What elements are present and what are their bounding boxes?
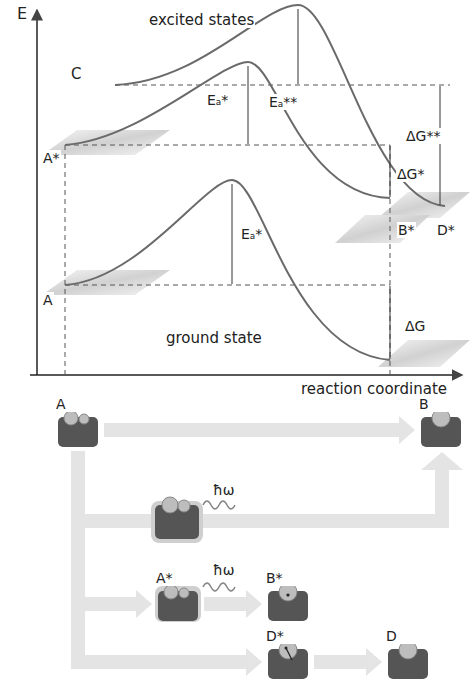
- molecule-icon: [385, 644, 431, 680]
- process-arrow: [78, 451, 262, 676]
- state-label: D: [385, 628, 398, 644]
- axis-label: reaction coordinate: [300, 381, 448, 397]
- heading-label: excited states: [148, 12, 255, 28]
- molecule-icon: [55, 412, 101, 448]
- state-label: A: [42, 292, 54, 308]
- state-label: A*: [42, 150, 61, 166]
- energy-curve: [65, 5, 445, 360]
- state-node: A*: [155, 570, 201, 622]
- process-arrow: [71, 452, 463, 528]
- state-label: B*: [397, 222, 416, 238]
- energy-label: ΔG: [404, 318, 426, 334]
- state-node: D*: [265, 628, 311, 680]
- energy-label: ΔG*: [396, 166, 425, 182]
- photon-label: ħω: [212, 562, 235, 578]
- energy-plane: [42, 130, 470, 367]
- molecule-icon: [155, 586, 201, 622]
- state-node: B*: [265, 570, 311, 622]
- photon-label: ħω: [212, 482, 235, 498]
- state-node: D: [385, 628, 431, 680]
- energy-label: Eₐ*: [206, 92, 229, 108]
- energy-label: ΔG**: [405, 128, 441, 144]
- state-label: A*: [155, 570, 174, 586]
- axis: [30, 10, 462, 375]
- process-arrow: [314, 648, 382, 676]
- state-label: C: [70, 66, 82, 82]
- molecule-icon: [418, 412, 464, 448]
- excited-icon: [151, 497, 235, 591]
- state-label: D*: [265, 628, 285, 644]
- state-label: A: [55, 396, 67, 412]
- energy-label: Eₐ*: [240, 226, 263, 242]
- state-node: B: [418, 396, 464, 448]
- energy-label: Eₐ**: [268, 94, 298, 110]
- heading-label: ground state: [165, 330, 263, 346]
- process-arrow: [104, 416, 415, 444]
- state-label: D*: [436, 222, 456, 238]
- state-node: A: [55, 396, 101, 448]
- energy-gap-line: [232, 9, 440, 359]
- molecule-icon: [265, 586, 311, 622]
- state-label: B*: [265, 570, 284, 586]
- axis-label: E: [16, 6, 28, 22]
- molecule-icon: [265, 644, 311, 680]
- process-arrow: [204, 590, 262, 618]
- process-arrow: [78, 451, 152, 618]
- state-label: B: [418, 396, 430, 412]
